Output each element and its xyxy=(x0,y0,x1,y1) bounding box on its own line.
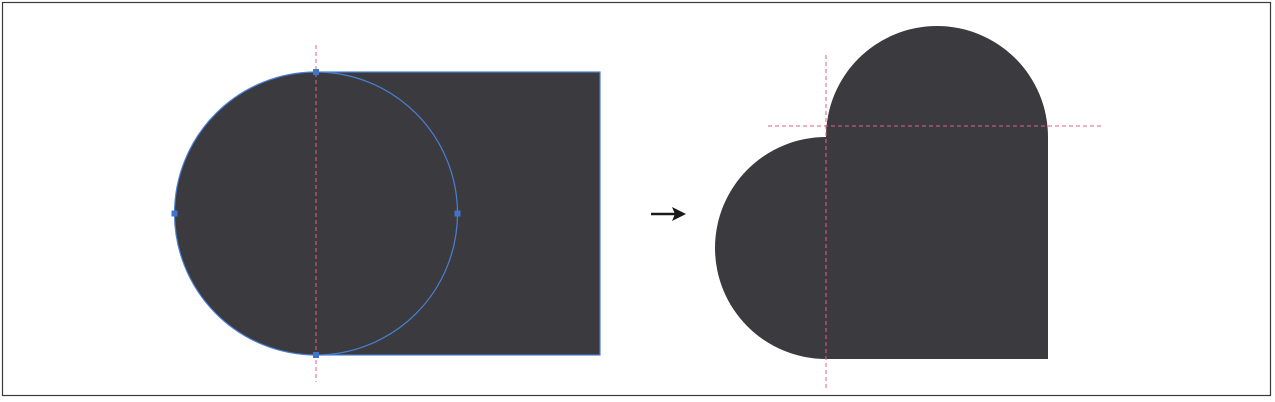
anchor-point-right[interactable] xyxy=(454,210,461,217)
left-panel xyxy=(171,45,601,382)
anchor-point-top[interactable] xyxy=(313,69,319,75)
right-panel xyxy=(715,26,1104,390)
right-arrow-icon xyxy=(651,207,686,221)
arrow-head xyxy=(672,207,686,221)
anchor-point-bottom[interactable] xyxy=(313,352,319,358)
heart-half-shape xyxy=(715,26,1048,359)
anchor-point-left[interactable] xyxy=(171,210,178,217)
